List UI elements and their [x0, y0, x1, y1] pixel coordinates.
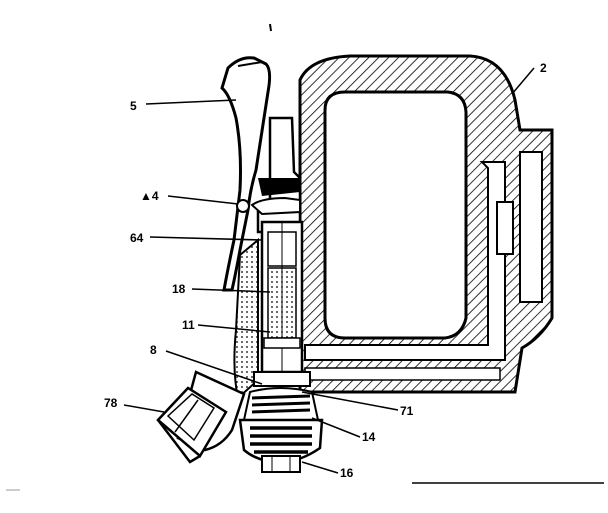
- label-part-16: 16: [340, 466, 354, 480]
- leader-2: [511, 67, 535, 95]
- label-part-78: 78: [104, 396, 118, 410]
- leader-11: [197, 324, 271, 333]
- leader-14: [311, 417, 361, 438]
- leader-18: [191, 288, 271, 293]
- tick-mark: [269, 23, 272, 32]
- lever: [220, 56, 272, 292]
- label-part-5: 5: [130, 99, 137, 113]
- leader-16: [301, 461, 339, 474]
- leader-8: [165, 350, 263, 385]
- label-part-8: 8: [150, 343, 157, 357]
- valve-seat-spring: [242, 371, 320, 421]
- label-part-64: 64: [130, 231, 144, 245]
- label-part-11: 11: [182, 318, 195, 332]
- spout-nozzle: [238, 418, 324, 473]
- housing-body: [298, 54, 554, 394]
- leader-lines: [123, 67, 535, 474]
- leader-64: [149, 236, 263, 241]
- pivot-pin: [236, 199, 250, 213]
- label-part-2: 2: [540, 61, 547, 75]
- leader-78: [123, 404, 165, 413]
- label-part-14: 14: [362, 430, 376, 444]
- inlet-fitting: [156, 370, 246, 464]
- label-part-18: 18: [172, 282, 186, 296]
- valve-stem: [260, 220, 304, 374]
- leader-4: [167, 195, 239, 205]
- leader-71: [301, 391, 399, 411]
- part-labels: 5 2 ▲4 64 18 11 8 78 71 14 16: [104, 61, 547, 480]
- label-part-71: 71: [400, 404, 414, 418]
- label-part-4: ▲4: [140, 189, 159, 203]
- leader-5: [145, 99, 237, 105]
